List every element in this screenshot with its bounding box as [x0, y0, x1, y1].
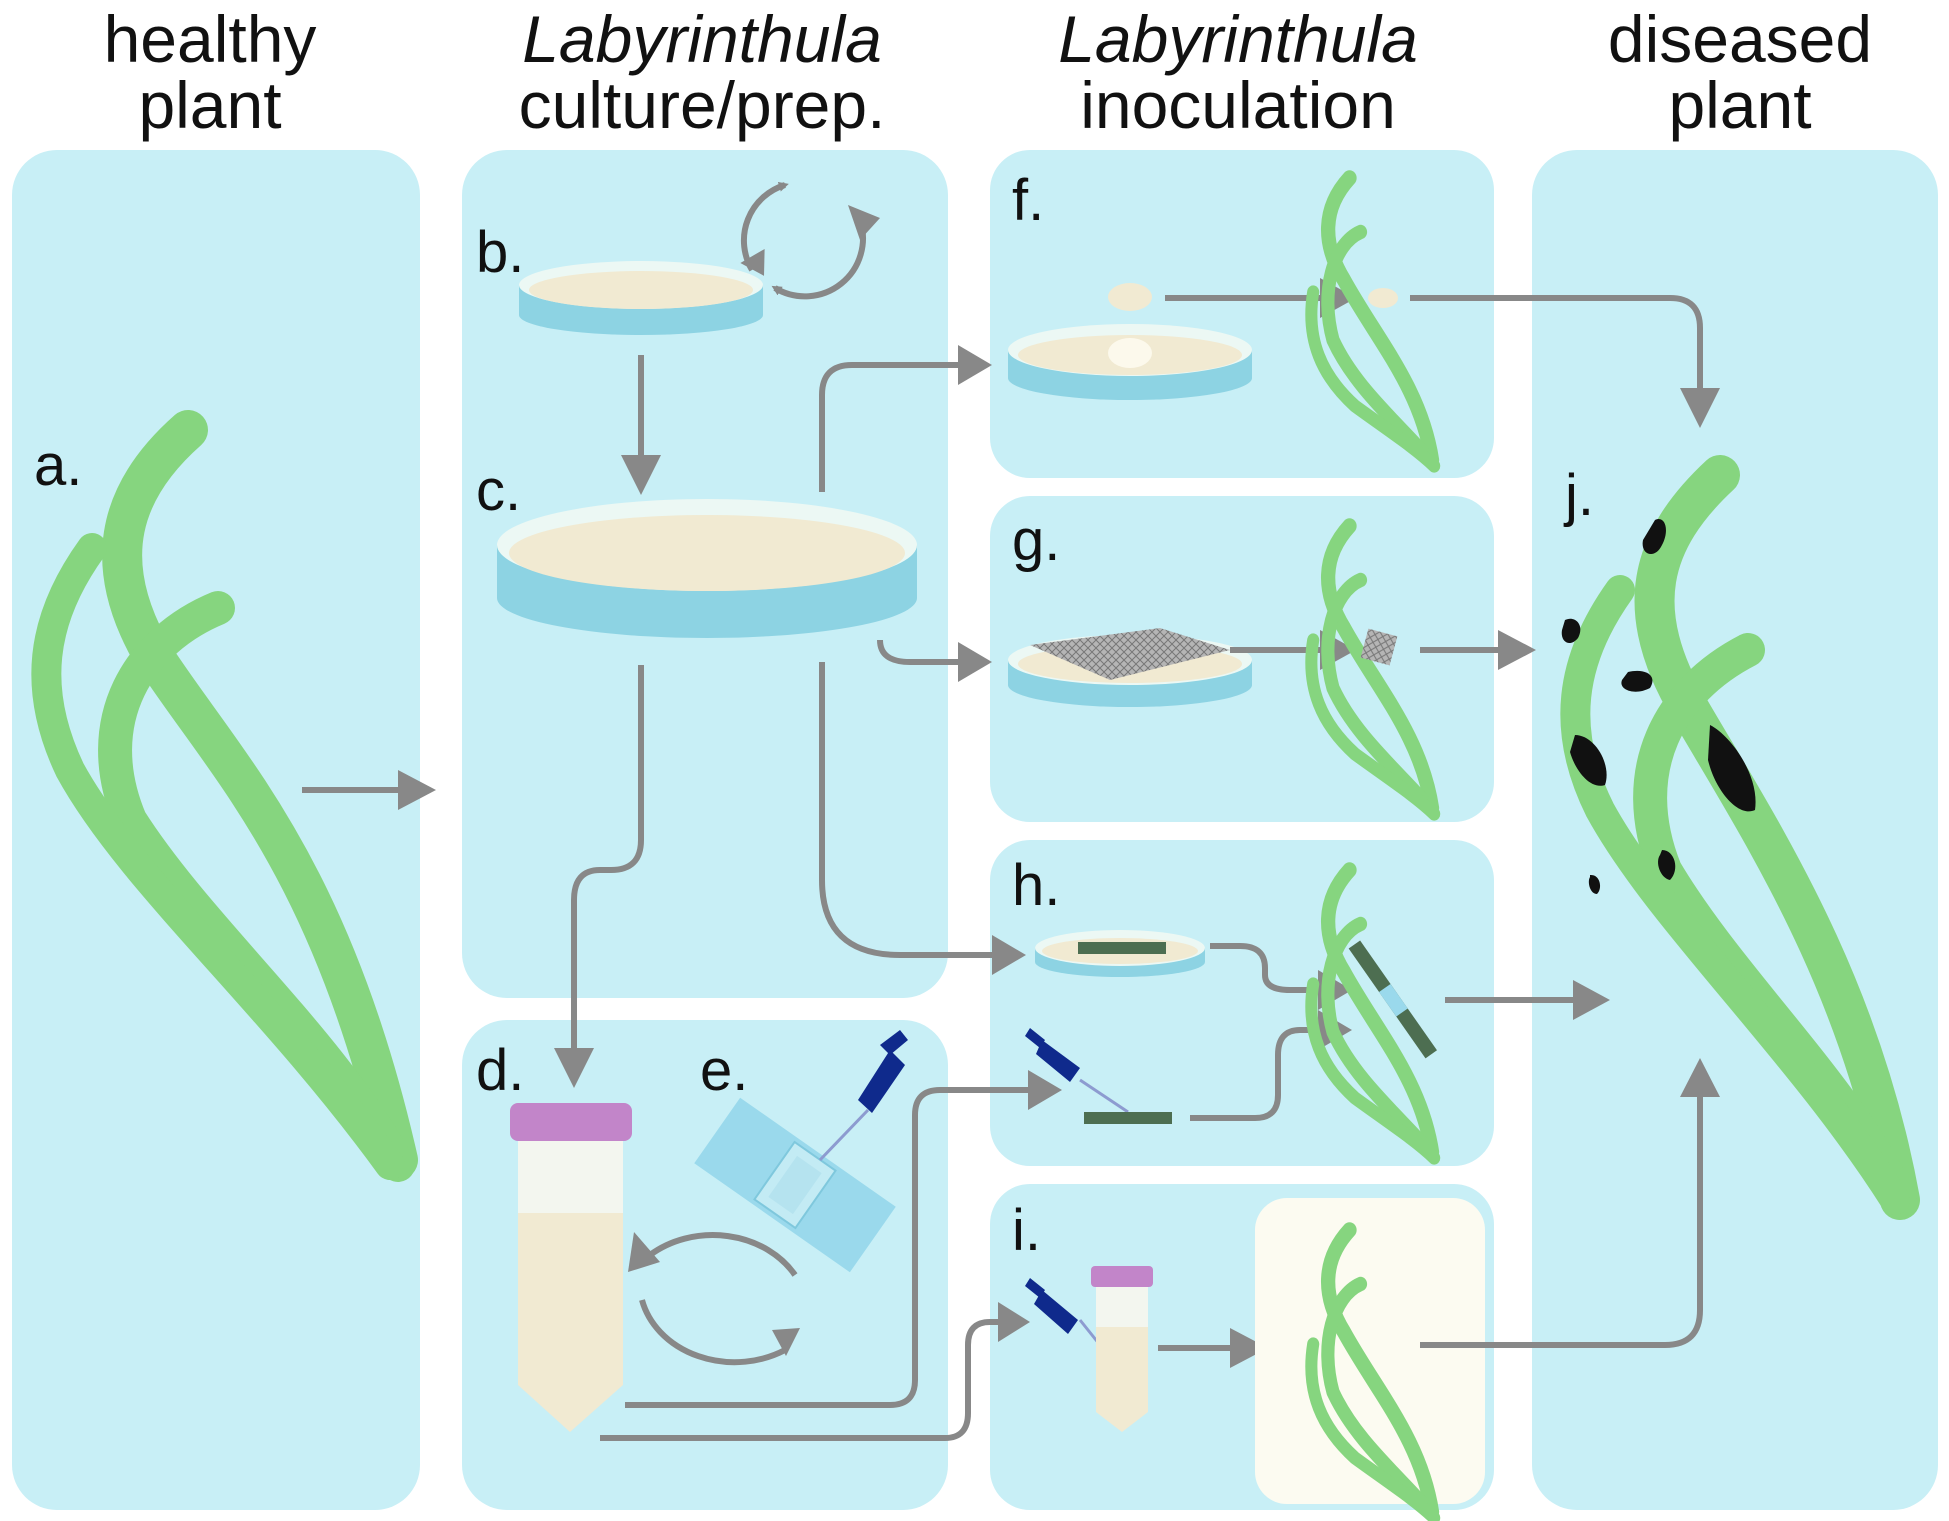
label-h: h. [1012, 853, 1060, 918]
column-title-line1: diseased [1607, 2, 1873, 76]
arrowhead-c-to-g [958, 642, 992, 682]
plug-on-leaf-f [1368, 288, 1398, 308]
chamber-i [1255, 1198, 1485, 1504]
lesion [1561, 618, 1581, 644]
label-d: d. [476, 1038, 524, 1103]
lesion [1588, 874, 1601, 894]
panel-healthy-plant [12, 150, 420, 1510]
label-g: g. [1012, 508, 1060, 573]
label-e: e. [700, 1038, 748, 1103]
arrow-i-to-j [1420, 1095, 1703, 1348]
mesh-on-leaf-g [1360, 628, 1398, 666]
pipette-e [818, 1030, 908, 1162]
column-title-line2: plant [138, 68, 282, 142]
petri-dish-b [519, 261, 763, 335]
arrowhead-i-tube [1230, 1328, 1268, 1368]
petri-dish-c [497, 499, 917, 638]
arrow-h-drop [1190, 1027, 1320, 1121]
column-title-inoculation: Labyrinthula inoculation [998, 6, 1478, 138]
arrowhead-c-to-f [958, 345, 992, 385]
culture-tube-d [510, 1103, 632, 1432]
arrow-d-to-h [625, 1087, 1030, 1408]
lesion [1658, 850, 1676, 880]
arrowhead-c-to-d [554, 1048, 594, 1088]
cycle-arrowhead-3 [628, 1232, 660, 1272]
column-title-line1: Labyrinthula [522, 2, 882, 76]
cycle-arrows-de [639, 1232, 798, 1366]
column-title-line1: healthy [103, 2, 317, 76]
cycle-arrows-b [740, 181, 866, 300]
arrow-c-to-d [571, 665, 644, 1050]
pipette-h [1025, 1028, 1129, 1114]
label-c: c. [476, 458, 521, 523]
cycle-arrowhead-1 [740, 248, 765, 276]
arrow-h-strip [1210, 943, 1320, 993]
cycle-arrowhead-2 [848, 205, 880, 240]
arrow-f-to-j [1410, 295, 1703, 390]
microscope-slide-e [694, 1097, 896, 1273]
arrowhead-d-to-i [998, 1302, 1030, 1342]
label-f: f. [1012, 168, 1044, 233]
lesion [1708, 725, 1756, 812]
column-title-line2: plant [1668, 68, 1812, 142]
label-a: a. [34, 433, 82, 498]
arrowhead-a-to-culture [398, 770, 436, 810]
arrow-c-to-f [819, 362, 960, 492]
arrowhead-i-to-j [1680, 1058, 1720, 1097]
label-i: i. [1012, 1198, 1041, 1263]
arrowhead-g-to-j [1498, 630, 1536, 670]
petri-dish-f [1008, 324, 1252, 400]
arrowhead-h-to-j [1573, 980, 1610, 1020]
column-title-line2: inoculation [1080, 68, 1396, 142]
arrowhead-d-to-h [1028, 1070, 1062, 1110]
column-title-healthy-plant: healthy plant [20, 6, 400, 138]
cycle-arrowhead-4 [772, 1328, 800, 1356]
strip-on-leaf-h [1348, 940, 1437, 1059]
column-title-line2: culture/prep. [518, 68, 886, 142]
label-j: j. [1563, 463, 1594, 528]
column-title-culture-prep: Labyrinthula culture/prep. [462, 6, 942, 138]
arrow-c-to-g [877, 639, 960, 665]
petri-dish-h [1035, 930, 1205, 977]
column-title-diseased-plant: diseased plant [1540, 6, 1940, 138]
panel-diseased-plant [1532, 150, 1938, 1510]
label-b: b. [476, 220, 524, 285]
petri-dish-g [1008, 628, 1252, 707]
lesion [1570, 735, 1607, 786]
strip-h [1084, 1112, 1172, 1124]
arrowhead-b-to-c [621, 455, 661, 495]
arrowhead-c-to-h [992, 935, 1026, 975]
column-title-line1: Labyrinthula [1058, 2, 1418, 76]
arrow-d-to-i [600, 1319, 1000, 1441]
lesions [1561, 519, 1756, 894]
arrow-c-to-h [819, 662, 995, 958]
culture-tube-i [1091, 1266, 1153, 1432]
lesion [1642, 519, 1666, 555]
lesion [1621, 670, 1653, 692]
arrowhead-f-to-j [1680, 388, 1720, 428]
agar-plug-f [1108, 283, 1152, 311]
healthy-plant-leaves [31, 410, 418, 1182]
